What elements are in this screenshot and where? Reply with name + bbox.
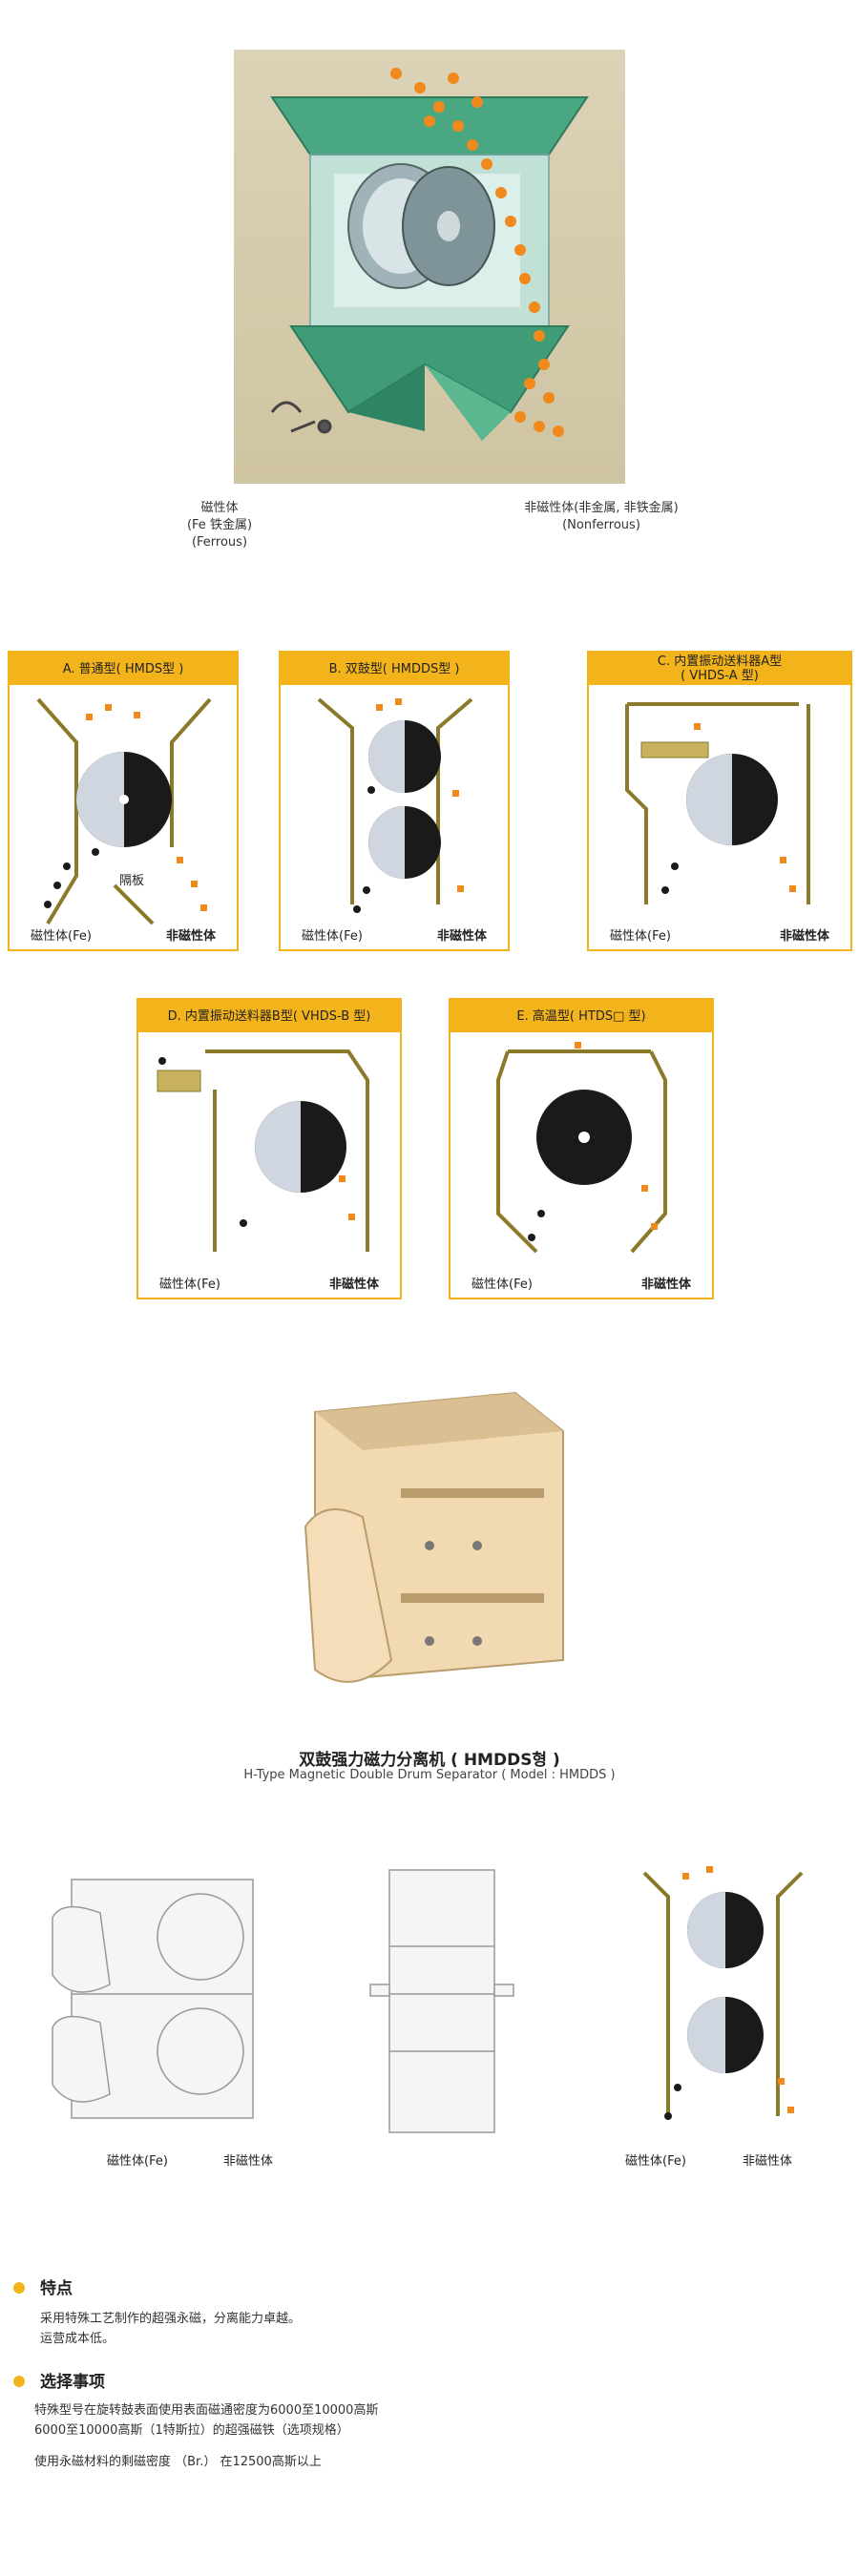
options-line: 特殊型号在旋转鼓表面使用表面磁通密度为6000至10000高斯 <box>34 2403 379 2418</box>
ferrous-label-line2: (Fe 铁金属) <box>186 518 253 532</box>
separator-illustration <box>270 68 589 441</box>
type-card-a: A. 普通型( HMDS型 ) 隔板 磁性体(Fe) 非磁性体 <box>8 651 239 951</box>
product-subtitle: H-Type Magnetic Double Drum Separator ( … <box>243 1768 616 1782</box>
nonferrous-output-label: 非磁性体 <box>165 929 216 944</box>
options-line: 6000至10000高斯（1特斯拉）的超强磁铁（选项规格） <box>34 2423 349 2438</box>
diagram-ferrous-label: 磁性体(Fe) <box>625 2154 686 2169</box>
type-card-title: A. 普通型( HMDS型 ) <box>62 661 184 676</box>
double-drum-svg <box>642 1866 804 2120</box>
options-line: 使用永磁材料的剩磁密度 （Br.） 在12500高斯以上 <box>34 2455 322 2469</box>
diagram-nonferrous-label: 非磁性体 <box>743 2154 793 2169</box>
options-title: 选择事项 <box>40 2373 105 2392</box>
type-b-diagram <box>317 697 473 913</box>
features-line: 采用特殊工艺制作的超强永磁，分离能力卓越。 <box>40 2312 302 2326</box>
type-card-title: D. 内置振动送料器B型( VHDS-B 型) <box>167 1008 371 1024</box>
product-photo <box>286 1374 573 1708</box>
ferrous-output-label: 磁性体(Fe) <box>31 929 92 944</box>
type-card-e: E. 高温型( HTDS□ 型) 磁性体(Fe) 非磁性体 <box>449 998 714 1299</box>
type-e-diagram <box>496 1042 667 1254</box>
front-view-svg <box>369 1869 514 2133</box>
side-view-drawing <box>43 1860 277 2137</box>
features-title: 特点 <box>40 2279 73 2298</box>
double-drum-diagram <box>625 1859 816 2145</box>
type-card-c: C. 内置振动送料器A型 ( VHDS-A 型) 磁性体(Fe) 非磁性体 <box>587 651 852 951</box>
nonferrous-label: 非磁性体(非金属, 非铁金属) (Nonferrous) <box>487 500 716 534</box>
type-card-d: D. 内置振动送料器B型( VHDS-B 型) 磁性体(Fe) 非磁性体 <box>136 998 402 1299</box>
features-bullet-icon <box>13 2282 25 2294</box>
features-list: 采用特殊工艺制作的超强永磁，分离能力卓越。 运营成本低。 <box>40 2309 301 2349</box>
nonferrous-output-label: 非磁性体 <box>640 1278 691 1292</box>
features-line: 运营成本低。 <box>40 2332 115 2346</box>
ferrous-label: 磁性体 (Fe 铁金属) (Ferrous) <box>143 500 296 551</box>
options-list: 特殊型号在旋转鼓表面使用表面磁通密度为6000至10000高斯 6000至100… <box>34 2400 378 2472</box>
type-a-diagram <box>36 697 212 925</box>
type-card-header: D. 内置振动送料器B型( VHDS-B 型) <box>138 1000 400 1032</box>
type-d-diagram <box>157 1049 369 1252</box>
nonferrous-output-label: 非磁性体 <box>328 1278 379 1292</box>
machine-illustration <box>304 1391 564 1683</box>
hero-illustration <box>234 50 625 484</box>
type-card-header: E. 高温型( HTDS□ 型) <box>450 1000 712 1032</box>
type-card-title: C. 内置振动送料器A型 <box>657 654 783 669</box>
ferrous-output-label: 磁性体(Fe) <box>471 1278 533 1292</box>
nonferrous-label-line2: (Nonferrous) <box>562 518 640 532</box>
type-card-subtitle: ( VHDS-A 型) <box>681 669 759 683</box>
type-card-b: B. 双鼓型( HMDDS型 ) 磁性体(Fe) 非磁性体 <box>279 651 510 951</box>
ferrous-output-label: 磁性体(Fe) <box>610 929 671 944</box>
options-bullet-icon <box>13 2376 25 2387</box>
front-view-drawing <box>361 1860 523 2137</box>
ferrous-output-label: 磁性体(Fe) <box>159 1278 220 1292</box>
drawing-ferrous-label: 磁性体(Fe) <box>107 2154 168 2169</box>
side-view-svg <box>52 1879 254 2119</box>
baffle-label: 隔板 <box>119 874 145 888</box>
ferrous-label-line1: 磁性体 <box>200 501 239 515</box>
type-card-header: B. 双鼓型( HMDDS型 ) <box>281 653 508 685</box>
nonferrous-output-label: 非磁性体 <box>779 929 829 944</box>
ferrous-label-line3: (Ferrous) <box>191 535 248 550</box>
type-card-header: C. 内置振动送料器A型 ( VHDS-A 型) <box>589 653 850 685</box>
nonferrous-label-line1: 非磁性体(非金属, 非铁金属) <box>524 501 679 515</box>
type-card-title: B. 双鼓型( HMDDS型 ) <box>328 661 460 676</box>
drawing-nonferrous-label: 非磁性体 <box>223 2154 274 2169</box>
type-card-title: E. 高温型( HTDS□ 型) <box>516 1008 646 1024</box>
product-title: 双鼓强力磁力分离机 ( HMDDS형 ) <box>299 1751 560 1770</box>
ferrous-output-label: 磁性体(Fe) <box>302 929 363 944</box>
type-card-header: A. 普通型( HMDS型 ) <box>10 653 237 685</box>
type-c-diagram <box>625 702 810 904</box>
nonferrous-output-label: 非磁性体 <box>436 929 487 944</box>
